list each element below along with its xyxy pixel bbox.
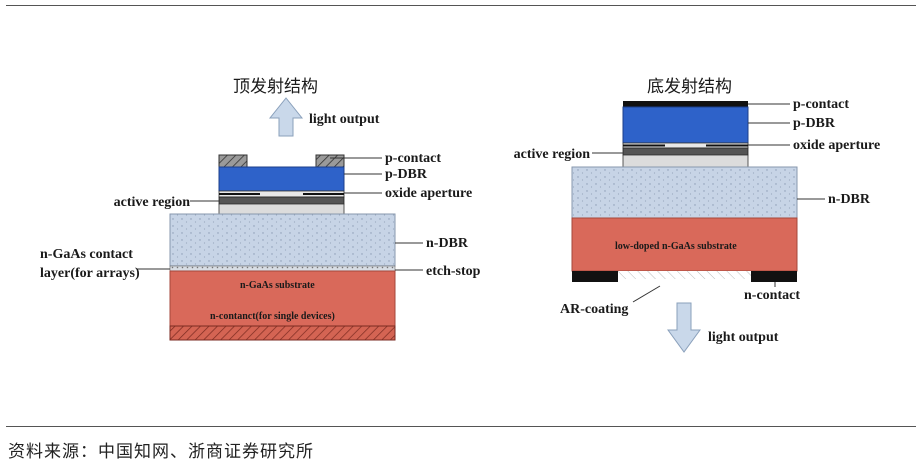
right-n-contact-label: n-contact xyxy=(744,288,800,303)
left-light-output-label: light output xyxy=(309,112,380,127)
right-p-dbr-label: p-DBR xyxy=(793,116,836,131)
left-p-contact-pad-left xyxy=(218,154,248,168)
left-p-dbr-layer xyxy=(218,166,345,192)
right-ar-coating-layer xyxy=(618,271,751,279)
right-p-dbr-layer xyxy=(622,106,749,144)
left-p-contact-label: p-contact xyxy=(385,151,441,166)
left-p-contact-pad-right xyxy=(315,154,345,168)
left-p-dbr-label: p-DBR xyxy=(385,167,428,182)
left-n-contact-label: n-contanct(for single devices) xyxy=(210,311,335,322)
left-light-output-arrow xyxy=(268,97,304,137)
right-ar-coating-label: AR-coating xyxy=(560,302,628,317)
top-emitting-structure: 顶发射结构 light output n-GaAs substrate n-co… xyxy=(40,77,481,341)
left-substrate-label: n-GaAs substrate xyxy=(240,280,315,291)
left-n-dbr-label: n-DBR xyxy=(426,236,469,251)
left-n-contact-layer xyxy=(169,325,396,341)
right-active-region-layer xyxy=(622,147,749,156)
right-n-contact-pad-left xyxy=(572,271,618,282)
left-active-region-layer xyxy=(218,196,345,205)
right-substrate-label: low-doped n-GaAs substrate xyxy=(615,241,737,252)
right-active-region-label: active region xyxy=(514,147,591,162)
right-oxide-aperture-label: oxide aperture xyxy=(793,138,880,153)
top-rule xyxy=(6,5,916,6)
right-substrate-layer xyxy=(571,217,798,272)
left-active-region-label: active region xyxy=(114,195,191,210)
left-gaas-contact-label-line1: n-GaAs contact xyxy=(40,247,133,262)
left-title: 顶发射结构 xyxy=(233,77,318,97)
left-gaas-contact-label-line2: layer(for arrays) xyxy=(40,266,140,281)
right-light-output-label: light output xyxy=(708,330,779,345)
right-light-output-arrow xyxy=(667,302,701,353)
right-n-dbr-layer xyxy=(571,166,798,219)
right-title: 底发射结构 xyxy=(647,77,732,97)
right-p-contact-label: p-contact xyxy=(793,97,849,112)
left-oxide-aperture-label: oxide aperture xyxy=(385,186,472,201)
bottom-rule xyxy=(6,426,916,427)
left-etch-stop-layer xyxy=(169,265,396,272)
source-note: 资料来源：中国知网、浙商证券研究所 xyxy=(8,442,314,462)
left-etch-stop-label: etch-stop xyxy=(426,264,481,279)
right-n-contact-pad-right xyxy=(751,271,797,282)
right-p-contact-layer xyxy=(623,101,748,107)
right-n-dbr-label: n-DBR xyxy=(828,192,871,207)
bottom-emitting-structure: 底发射结构 low-doped n-GaAs substrate light o… xyxy=(514,77,880,353)
left-n-dbr-layer xyxy=(169,213,396,267)
left-substrate-layer xyxy=(169,270,396,327)
